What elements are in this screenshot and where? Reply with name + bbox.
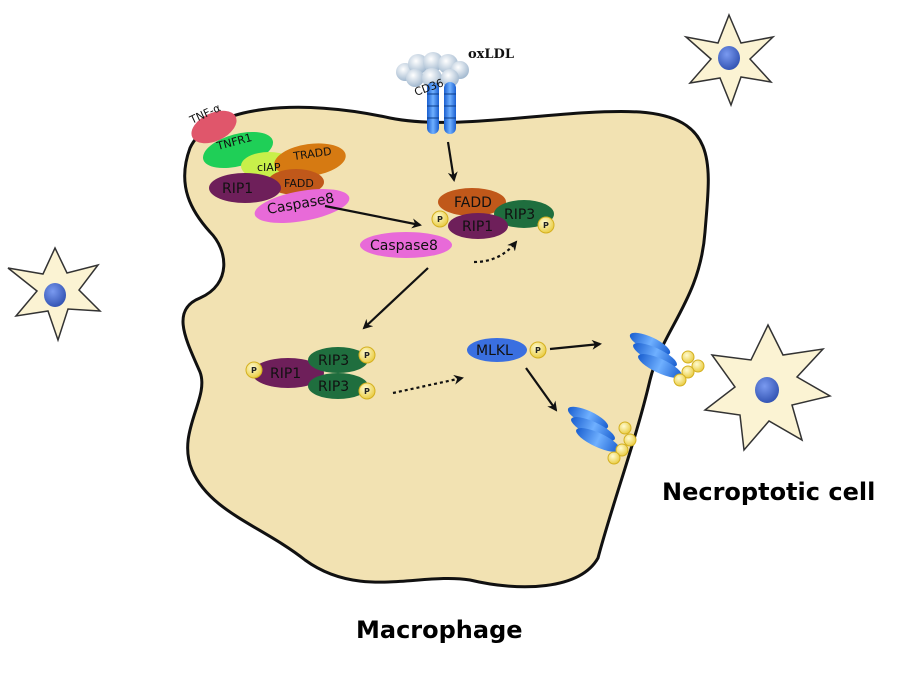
cd36-receptor (427, 82, 456, 134)
svg-text:P: P (543, 221, 549, 230)
mlkl-protein (467, 338, 527, 362)
phospho-badge: P (537, 216, 555, 234)
rip1-top-label: RIP1 (222, 181, 253, 197)
phospho-badge: P (529, 341, 547, 359)
rip3-mid-label: RIP3 (504, 207, 535, 223)
pathway-arrows (324, 141, 602, 412)
tradd-label: TRADD (292, 145, 333, 163)
arrow-complex-to-necrosome (362, 267, 429, 330)
fadd-top-label: FADD (284, 177, 314, 190)
necroptotic-cell-label: Necroptotic cell (662, 478, 875, 506)
svg-text:P: P (364, 351, 370, 360)
oxldl-label: oxLDL (468, 47, 514, 62)
macrophage-cell (181, 105, 710, 589)
phospho-badge: P (431, 210, 449, 228)
rip3-bot-a-label: RIP3 (318, 353, 349, 369)
caspase8-mid-label: Caspase8 (370, 238, 438, 254)
nucleus-icon (755, 377, 779, 403)
nucleus-icon (44, 283, 66, 307)
necrosome-complex (252, 347, 368, 399)
phospho-badge: P (245, 361, 263, 379)
svg-text:P: P (437, 215, 443, 224)
arrow-tnf-to-complex (324, 204, 422, 229)
mlkl-pore-upper (629, 332, 705, 387)
arrow-cd36-to-complex (446, 141, 458, 182)
svg-text:P: P (535, 346, 541, 355)
rip3-bot-b-label: RIP3 (318, 379, 349, 395)
mlkl-label: MLKL (476, 343, 513, 359)
fadd-mid-label: FADD (454, 195, 492, 211)
oxldl-cloud (396, 52, 469, 88)
svg-text:P: P (251, 366, 257, 375)
necroptotic-cell-right (703, 323, 833, 452)
arrow-mlkl-to-pore-upper (549, 339, 602, 351)
arrow-phosphorylation-loop (473, 240, 518, 264)
rip1-bot-label: RIP1 (270, 366, 301, 382)
rip1-mid-label: RIP1 (462, 219, 493, 235)
phospho-badge: P (358, 382, 376, 400)
macrophage-label: Macrophage (356, 616, 523, 644)
tnf-complex (191, 110, 350, 223)
ciap-label: cIAP (257, 161, 281, 174)
ripoptosome-complex (360, 188, 554, 258)
necroptotic-cell-left (7, 246, 102, 343)
svg-text:P: P (364, 387, 370, 396)
mlkl-pore-lower (567, 406, 637, 465)
arrow-mlkl-to-pore-lower (525, 367, 558, 412)
phospho-badge: P (358, 346, 376, 364)
necroptotic-cell-top-right (683, 13, 776, 108)
nucleus-icon (718, 46, 740, 70)
